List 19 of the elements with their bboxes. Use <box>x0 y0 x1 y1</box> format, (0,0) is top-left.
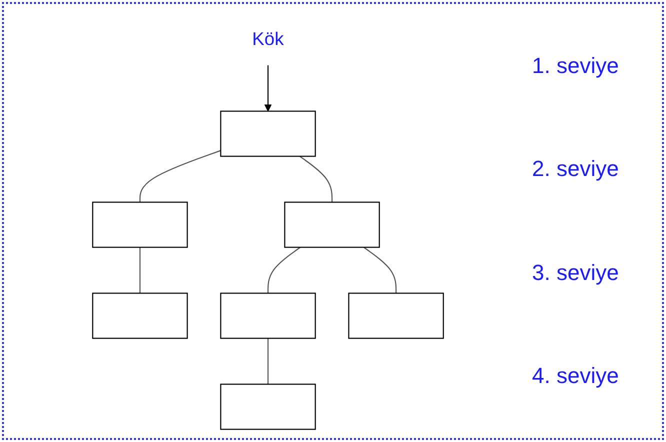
node-text: Kök <box>252 28 284 50</box>
node-box <box>92 202 188 248</box>
node-box <box>220 384 316 430</box>
connector <box>363 246 397 294</box>
level-label: 3. seviye <box>532 260 620 286</box>
connector <box>267 246 301 294</box>
node-box <box>284 202 380 248</box>
node-box <box>348 292 444 339</box>
connector <box>299 156 333 202</box>
connector <box>267 338 269 384</box>
arrow <box>264 65 272 112</box>
level-label: 4. seviye <box>532 363 620 390</box>
node-box <box>220 110 316 157</box>
level-label: 2. seviye <box>532 156 620 182</box>
connector <box>139 247 140 294</box>
level-label: 1. seviye <box>532 52 620 79</box>
connector <box>139 150 221 202</box>
node-box <box>92 292 188 339</box>
node-box <box>220 292 316 339</box>
